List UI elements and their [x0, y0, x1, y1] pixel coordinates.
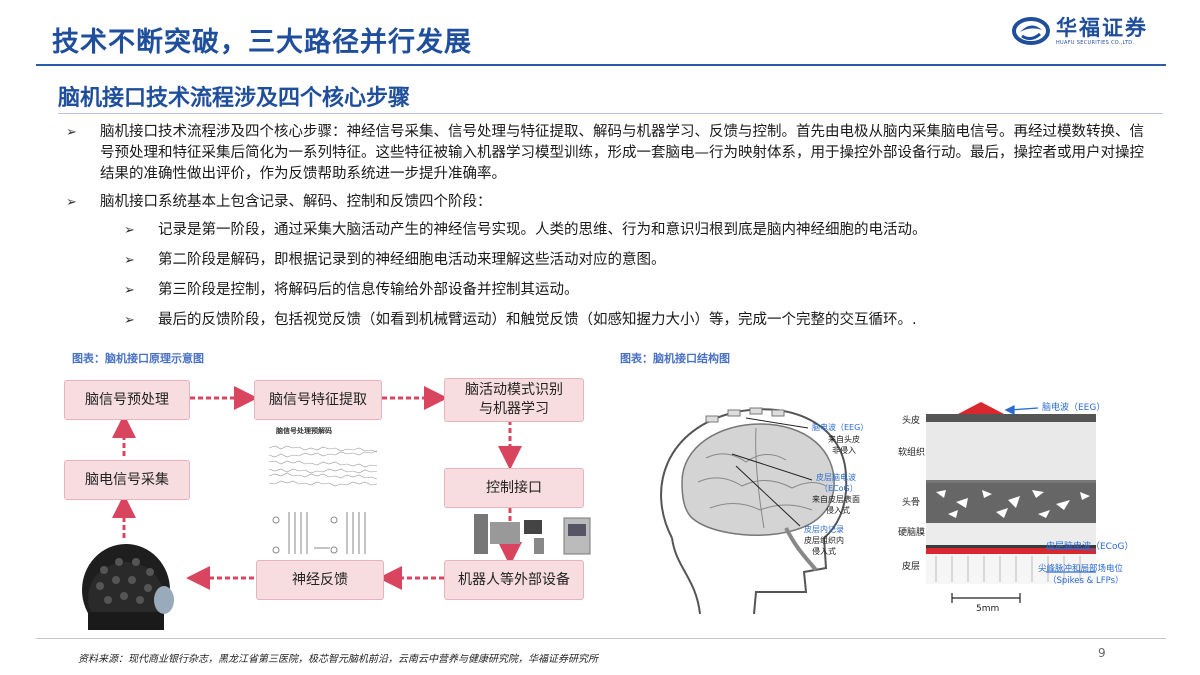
box-feature-extraction: 脑信号特征提取 [254, 380, 382, 420]
brain-structure-illustration [660, 402, 1097, 615]
bullet-item: ➢ 脑机接口技术流程涉及四个核心步骤：神经信号采集、信号处理与特征提取、解码与机… [66, 122, 1146, 185]
eeg-cap-head-image [82, 544, 174, 630]
box-neural-feedback: 神经反馈 [256, 560, 384, 600]
box-eeg-collection: 脑电信号采集 [64, 460, 190, 500]
label-scale-bar: 5mm [976, 604, 1000, 614]
bci-principle-diagram: 脑信号预处理 脑信号特征提取 脑活动模式识别 与机器学习 脑电信号采集 控制接口… [64, 372, 604, 630]
label-skull: 头骨 [902, 498, 921, 508]
label-dura: 硬脑膜 [898, 528, 926, 538]
bullet-list: ➢ 脑机接口技术流程涉及四个核心步骤：神经信号采集、信号处理与特征提取、解码与机… [66, 122, 1146, 340]
sub-bullet-text: 记录是第一阶段，通过采集大脑活动产生的神经信号实现。人类的思维、行为和意识归根到… [158, 222, 927, 238]
bullet-text: 脑机接口系统基本上包含记录、解码、控制和反馈四个阶段： [100, 194, 492, 210]
page-number: 9 [1098, 646, 1106, 660]
bullet-item: ➢ 脑机接口系统基本上包含记录、解码、控制和反馈四个阶段： [66, 192, 1146, 213]
box-signal-preprocessing: 脑信号预处理 [64, 380, 190, 420]
bullet-arrow-icon: ➢ [66, 195, 77, 210]
tissue-layers [926, 402, 1096, 584]
label-ecog-right: 皮层脑电波（ECoG） [1046, 542, 1134, 552]
subtitle-divider [58, 113, 1163, 114]
bullet-text: 脑机接口技术流程涉及四个核心步骤：神经信号采集、信号处理与特征提取、解码与机器学… [100, 124, 1144, 182]
label-intracortical-tissue: 皮层组织内 [804, 536, 844, 545]
footer-divider [36, 638, 1166, 639]
box-control-interface: 控制接口 [444, 468, 584, 508]
label-eeg-noninvasive: 非侵入 [832, 446, 856, 455]
source-note: 资料来源：现代商业银行杂志，黑龙江省第三医院，极芯智元脑机前沿，云南云中营养与健… [78, 654, 598, 665]
bullet-arrow-icon: ➢ [124, 253, 135, 268]
page-title: 技术不断突破，三大路径并行发展 [52, 27, 472, 58]
eeg-signal-traces [268, 445, 378, 487]
lab-equipment-image [474, 514, 591, 555]
logo-subtitle: HUAFU SECURITIES CO.,LTD. [1056, 40, 1135, 46]
label-soft-tissue: 软组织 [898, 448, 926, 458]
label-ecog-invasive: 侵入式 [826, 506, 850, 515]
flow-arrows [82, 386, 591, 630]
brand-logo: 华福证券 HUAFU SECURITIES CO.,LTD. [1012, 14, 1162, 54]
label-ecog-left: 皮层脑电波 [816, 473, 856, 482]
label-intracortical-invasive: 侵入式 [812, 547, 836, 556]
sub-bullet-item: ➢ 最后的反馈阶段，包括视觉反馈（如看到机械臂运动）和触觉反馈（如感知握力大小）… [124, 310, 1146, 331]
label-ecog-cortex-surface: 来自皮层表面 [812, 495, 860, 504]
label-ecog-left-abbr: （ECoG） [820, 484, 858, 493]
sub-bullet-text: 第二阶段是解码，即根据记录到的神经细胞电活动来理解这些活动对应的意图。 [158, 252, 666, 268]
title-divider [36, 64, 1166, 66]
head-outline [660, 408, 848, 615]
box-pattern-recognition: 脑活动模式识别 与机器学习 [444, 378, 584, 422]
label-scalp: 头皮 [902, 416, 921, 426]
electrode-diagram [272, 512, 366, 554]
sub-bullet-text: 第三阶段是控制，将解码后的信息传输给外部设备并控制其运动。 [158, 282, 579, 298]
section-subtitle: 脑机接口技术流程涉及四个核心步骤 [58, 86, 411, 111]
sub-bullet-item: ➢ 第二阶段是解码，即根据记录到的神经细胞电活动来理解这些活动对应的意图。 [124, 250, 1146, 271]
box-external-devices: 机器人等外部设备 [444, 560, 584, 600]
label-spikes-lfps: （Spikes & LFPs） [1048, 576, 1124, 586]
title-bar: 技术不断突破，三大路径并行发展 华福证券 HUAFU SECURITIES CO… [0, 0, 1200, 64]
bci-structure-diagram: 脑电波（EEG） 来自头皮 非侵入 皮层脑电波 （ECoG） 来自皮层表面 侵入… [636, 378, 1146, 630]
label-spikes: 尖峰脉冲和局部场电位 [1038, 564, 1124, 574]
label-eeg-right: 脑电波（EEG） [1042, 403, 1106, 413]
left-figure-caption: 图表：脑机接口原理示意图 [72, 352, 204, 365]
label-intracortical: 皮层内记录 [804, 525, 844, 534]
sub-bullet-text: 最后的反馈阶段，包括视觉反馈（如看到机械臂运动）和触觉反馈（如感知握力大小）等，… [158, 312, 917, 328]
right-figure-caption: 图表：脑机接口结构图 [620, 352, 730, 365]
bullet-arrow-icon: ➢ [66, 125, 77, 140]
sub-bullet-item: ➢ 记录是第一阶段，通过采集大脑活动产生的神经信号实现。人类的思维、行为和意识归… [124, 220, 1146, 241]
label-eeg-from-scalp: 来自头皮 [828, 435, 860, 444]
label-eeg-left: 脑电波（EEG） [812, 423, 869, 432]
logo-mark-icon [1012, 17, 1050, 45]
signal-processing-label: 脑信号处理预解码 [276, 427, 332, 435]
bullet-arrow-icon: ➢ [124, 313, 135, 328]
logo-name: 华福证券 [1056, 16, 1148, 40]
bullet-arrow-icon: ➢ [124, 223, 135, 238]
sub-bullet-item: ➢ 第三阶段是控制，将解码后的信息传输给外部设备并控制其运动。 [124, 280, 1146, 301]
label-cortex: 皮层 [902, 562, 921, 572]
bullet-arrow-icon: ➢ [124, 283, 135, 298]
